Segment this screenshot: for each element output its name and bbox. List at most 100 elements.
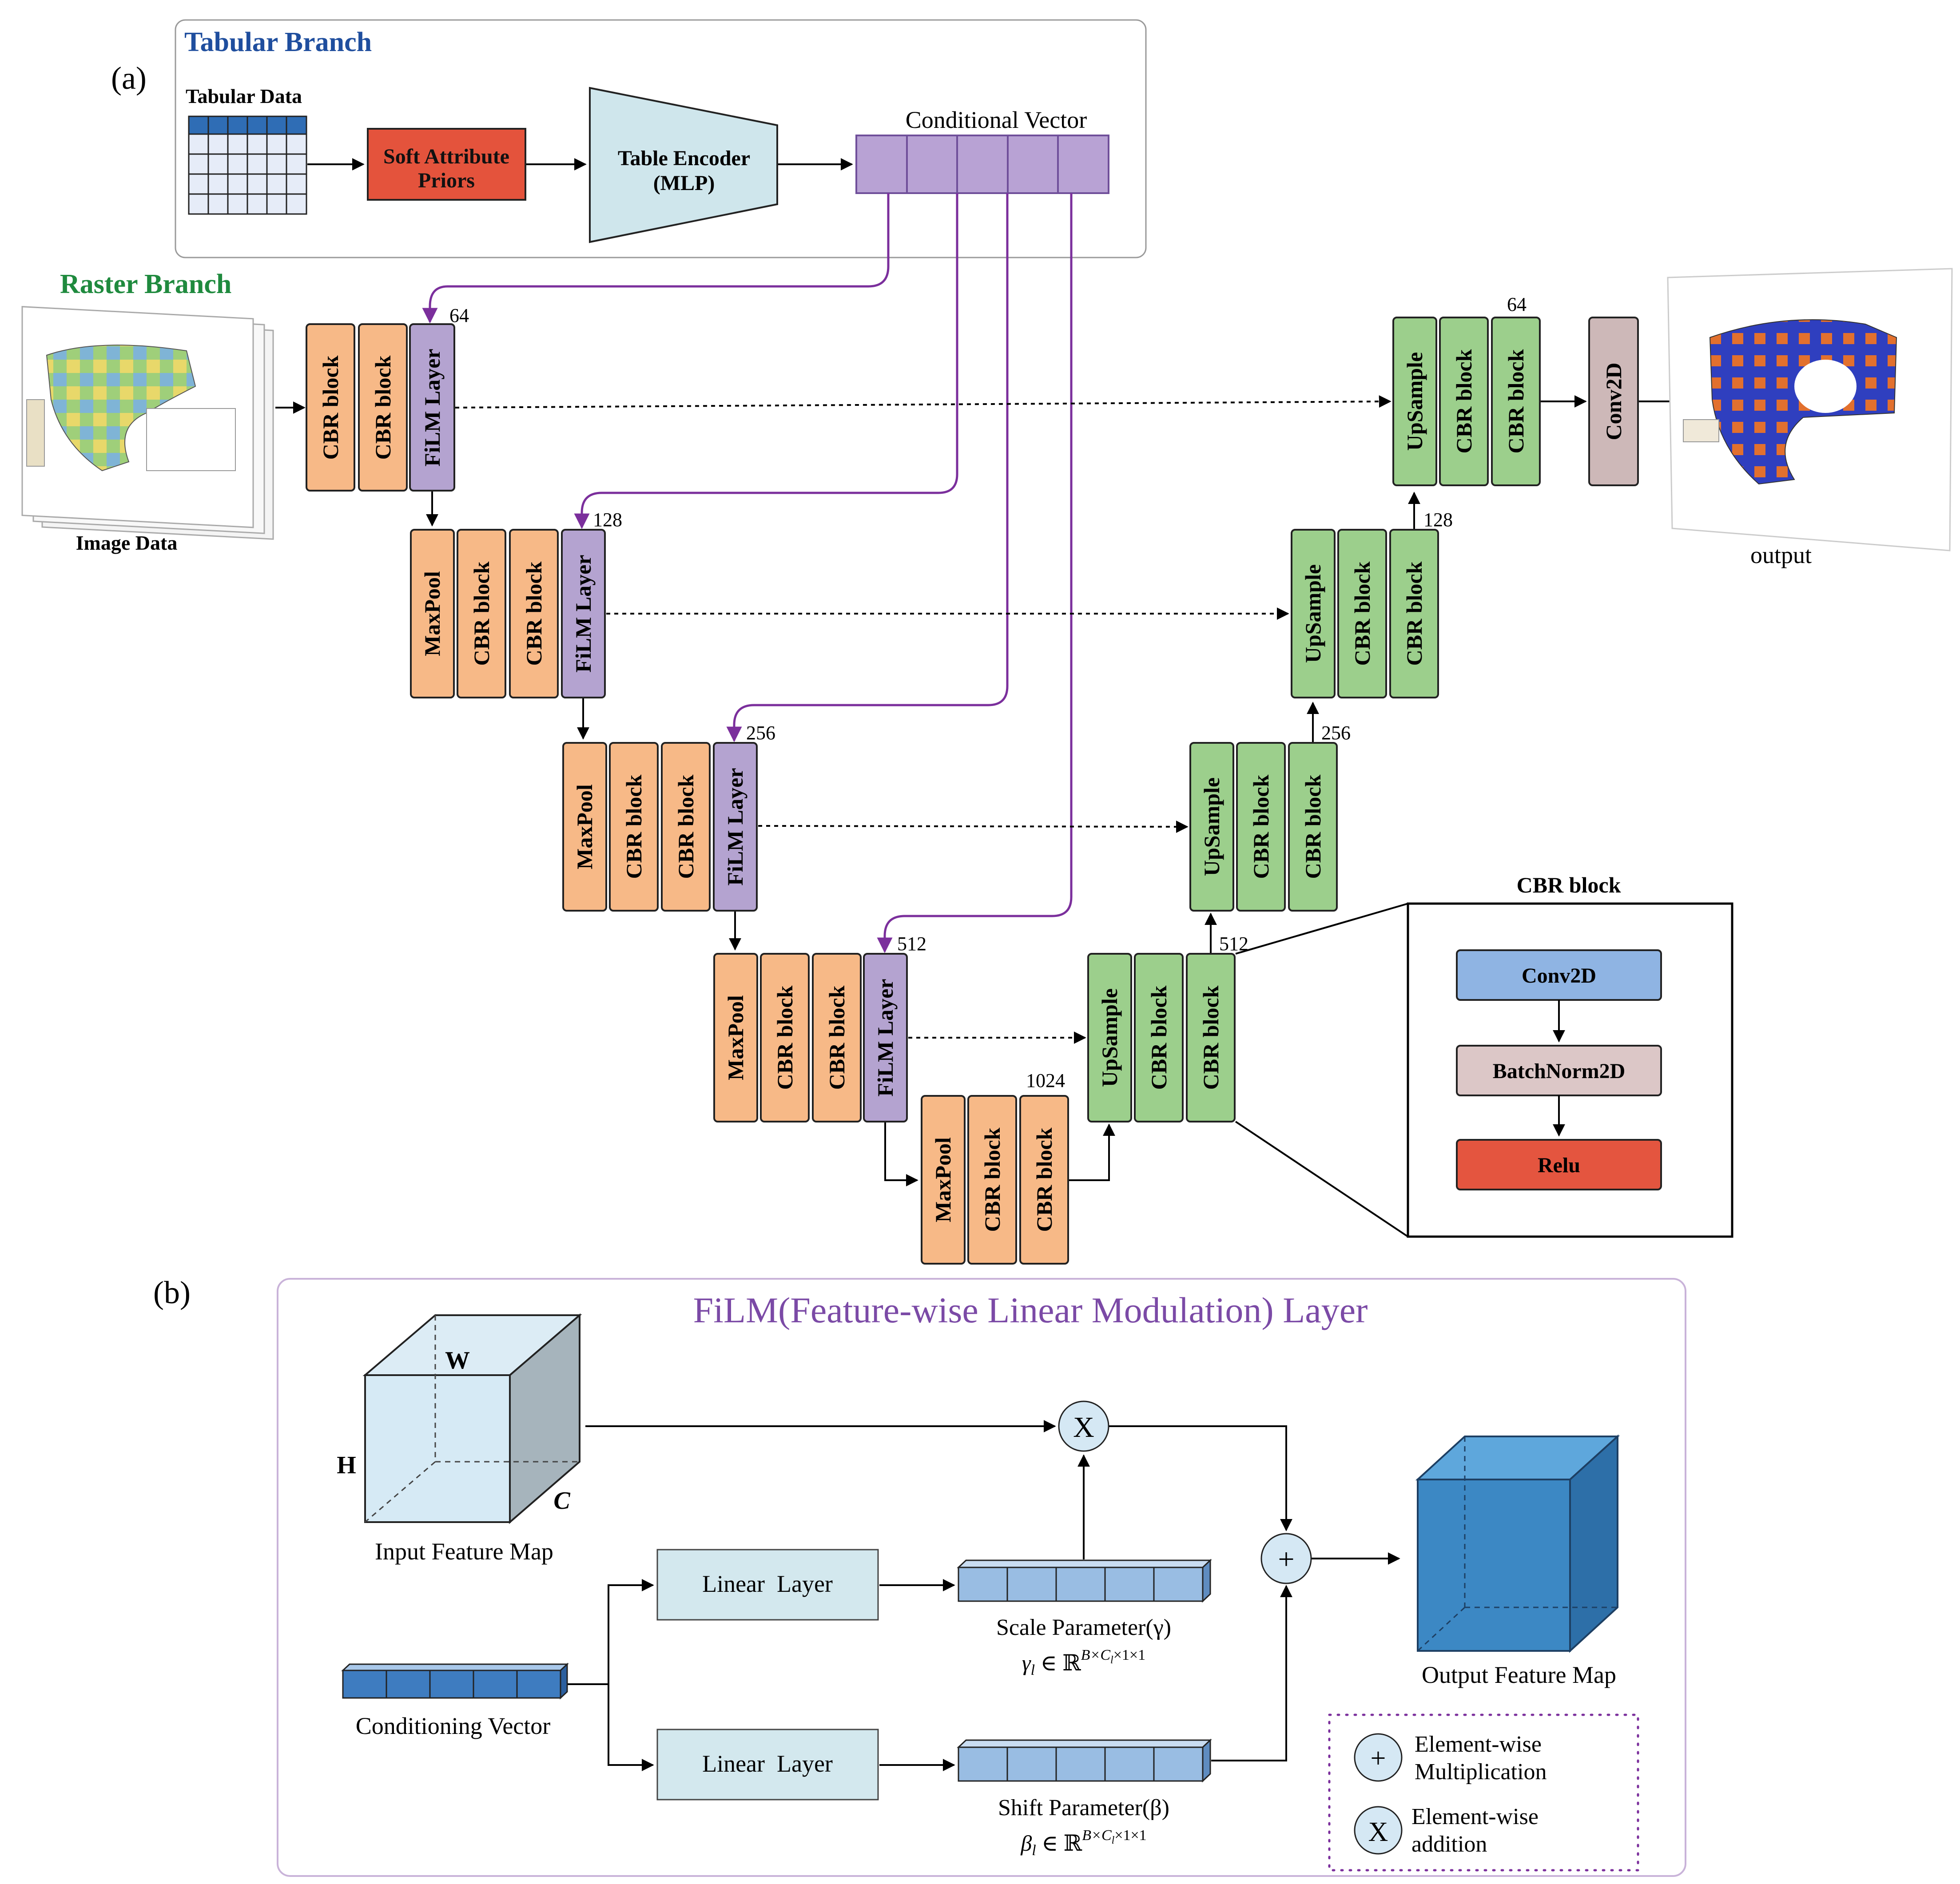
dec1-cbr1 bbox=[1439, 317, 1489, 486]
dec3-cbr2 bbox=[1288, 742, 1338, 912]
dec4-cbr1 bbox=[1134, 953, 1184, 1122]
add-operator bbox=[1260, 1533, 1312, 1584]
cube-c-label: C bbox=[553, 1487, 570, 1515]
enc1-film-label: FiLM Layer bbox=[420, 349, 445, 466]
linear-layer-1-label: Linear Layer bbox=[702, 1571, 833, 1597]
shift-parameter-vector bbox=[957, 1738, 1212, 1783]
image-data-label: Image Data bbox=[76, 531, 178, 554]
enc3-channels: 256 bbox=[746, 722, 775, 744]
scale-formula-sup2: ×1×1 bbox=[1113, 1647, 1145, 1663]
enc3-cbr2 bbox=[661, 742, 711, 912]
scale-parameter-label: Scale Parameter(γ) bbox=[996, 1615, 1171, 1640]
enc1-film bbox=[409, 323, 455, 492]
scale-formula-sub: l bbox=[1031, 1662, 1035, 1678]
input-feature-cube bbox=[362, 1313, 582, 1524]
enc2-cbr2-label: CBR block bbox=[521, 561, 546, 666]
conditioning-vector-label: Conditioning Vector bbox=[356, 1713, 551, 1739]
dec2-cbr1 bbox=[1337, 529, 1387, 698]
enc1-channels: 64 bbox=[449, 305, 469, 326]
enc3-cbr1 bbox=[609, 742, 659, 912]
bn-cbr2-label: CBR block bbox=[1032, 1127, 1057, 1232]
legend-plus-icon bbox=[1354, 1733, 1403, 1782]
dec1-cbr2-label: CBR block bbox=[1503, 349, 1528, 453]
condition-path-256 bbox=[726, 193, 1009, 742]
dec3-cbr2-label: CBR block bbox=[1300, 774, 1325, 879]
dec1-cbr2 bbox=[1491, 317, 1541, 486]
linear-layer-scale bbox=[656, 1549, 879, 1621]
conditional-vector-label: Conditional Vector bbox=[906, 107, 1087, 133]
soft-priors-line2: Priors bbox=[418, 169, 475, 192]
dec4-cbr2 bbox=[1186, 953, 1236, 1122]
bottleneck-channels: 1024 bbox=[1026, 1070, 1065, 1091]
dec2-channels: 128 bbox=[1423, 509, 1453, 531]
enc2-cbr1-label: CBR block bbox=[469, 561, 494, 666]
shift-formula-base: β bbox=[1020, 1831, 1032, 1856]
conditional-vector bbox=[855, 135, 1109, 194]
bn-maxpool-label: MaxPool bbox=[930, 1137, 955, 1222]
encoder-level-2: MaxPool CBR block CBR block FiLM Layer 1… bbox=[410, 509, 622, 698]
dec2-cbr1-label: CBR block bbox=[1350, 561, 1375, 666]
dec1-channels: 64 bbox=[1507, 294, 1527, 315]
image-data-stack bbox=[21, 306, 274, 540]
linear-layer-2-label: Linear Layer bbox=[702, 1750, 833, 1777]
dec1-upsample bbox=[1392, 317, 1437, 486]
dec3-upsample bbox=[1189, 742, 1234, 912]
add-symbol: + bbox=[1278, 1543, 1294, 1575]
condition-path-128 bbox=[574, 193, 958, 529]
dec2-cbr2 bbox=[1389, 529, 1439, 698]
table-encoder-trapezoid bbox=[589, 87, 778, 243]
condition-path-512 bbox=[877, 193, 1073, 953]
shift-formula-sub: l bbox=[1032, 1842, 1036, 1859]
bottleneck: MaxPool CBR block CBR block 1024 bbox=[921, 1070, 1069, 1265]
dec4-cbr2-label: CBR block bbox=[1198, 985, 1223, 1090]
output-map-image bbox=[1667, 268, 1953, 551]
decoder-level-4: UpSample CBR block CBR block 512 bbox=[1087, 933, 1248, 1122]
cbr-detail-relu bbox=[1456, 1139, 1662, 1190]
enc4-cbr1-label: CBR block bbox=[772, 985, 797, 1090]
final-conv2d bbox=[1588, 317, 1639, 486]
decoder-level-2: UpSample CBR block CBR block 128 bbox=[1291, 509, 1453, 698]
dec1-cbr1-label: CBR block bbox=[1451, 349, 1476, 453]
decoder-level-3: UpSample CBR block CBR block 256 bbox=[1189, 722, 1351, 912]
film-title: FiLM(Feature-wise Linear Modulation) Lay… bbox=[693, 1290, 1368, 1330]
shift-formula: βl ∈ ℝB×Cl×1×1 bbox=[1020, 1827, 1146, 1859]
enc2-cbr1 bbox=[457, 529, 506, 698]
skip-connection-1 bbox=[455, 395, 1391, 409]
dec2-upsample bbox=[1291, 529, 1336, 698]
enc4-channels: 512 bbox=[897, 933, 926, 955]
operator-legend bbox=[1328, 1713, 1639, 1872]
enc2-maxpool-label: MaxPool bbox=[420, 571, 445, 656]
shift-formula-sup: B×C bbox=[1082, 1827, 1112, 1844]
skip-connection-3 bbox=[758, 820, 1189, 833]
linear-layer-shift bbox=[656, 1729, 879, 1801]
shift-formula-sup2: ×1×1 bbox=[1114, 1827, 1146, 1844]
encoder-line2: (MLP) bbox=[653, 171, 715, 195]
scale-formula-base: γ bbox=[1022, 1650, 1031, 1675]
output-feature-cube bbox=[1415, 1434, 1620, 1653]
output-label: output bbox=[1750, 542, 1812, 568]
encoder-level-1: CBR block CBR block FiLM Layer 64 bbox=[306, 305, 469, 492]
cbr-detail-title: CBR block bbox=[1517, 873, 1621, 897]
bn-cbr2 bbox=[1019, 1095, 1069, 1265]
soft-priors-line1: Soft Attribute bbox=[383, 145, 509, 168]
enc3-maxpool-label: MaxPool bbox=[572, 784, 597, 869]
bn-cbr1-label: CBR block bbox=[980, 1127, 1005, 1232]
scale-formula-sup: B×C bbox=[1081, 1647, 1111, 1663]
enc1-cbr2 bbox=[358, 323, 408, 492]
enc4-cbr2-label: CBR block bbox=[824, 985, 849, 1090]
enc4-maxpool bbox=[713, 953, 758, 1122]
enc4-film-label: FiLM Layer bbox=[873, 979, 898, 1096]
shift-formula-sup-sub: l bbox=[1112, 1835, 1115, 1846]
legend-x-line1: Element-wise bbox=[1411, 1804, 1539, 1829]
output-feature-map-label: Output Feature Map bbox=[1422, 1662, 1616, 1688]
decoder-level-1: UpSample CBR block CBR block 64 bbox=[1392, 294, 1541, 486]
legend-x-line2: addition bbox=[1411, 1832, 1487, 1857]
multiply-operator bbox=[1058, 1400, 1109, 1452]
dec4-upsample bbox=[1087, 953, 1132, 1122]
dec4-cbr1-label: CBR block bbox=[1146, 985, 1171, 1090]
dec4-upsample-label: UpSample bbox=[1097, 988, 1122, 1087]
scale-formula-in: ∈ ℝ bbox=[1035, 1650, 1081, 1675]
enc1-cbr1 bbox=[306, 323, 355, 492]
legend-x-icon bbox=[1354, 1806, 1403, 1855]
dec3-channels: 256 bbox=[1321, 722, 1351, 744]
